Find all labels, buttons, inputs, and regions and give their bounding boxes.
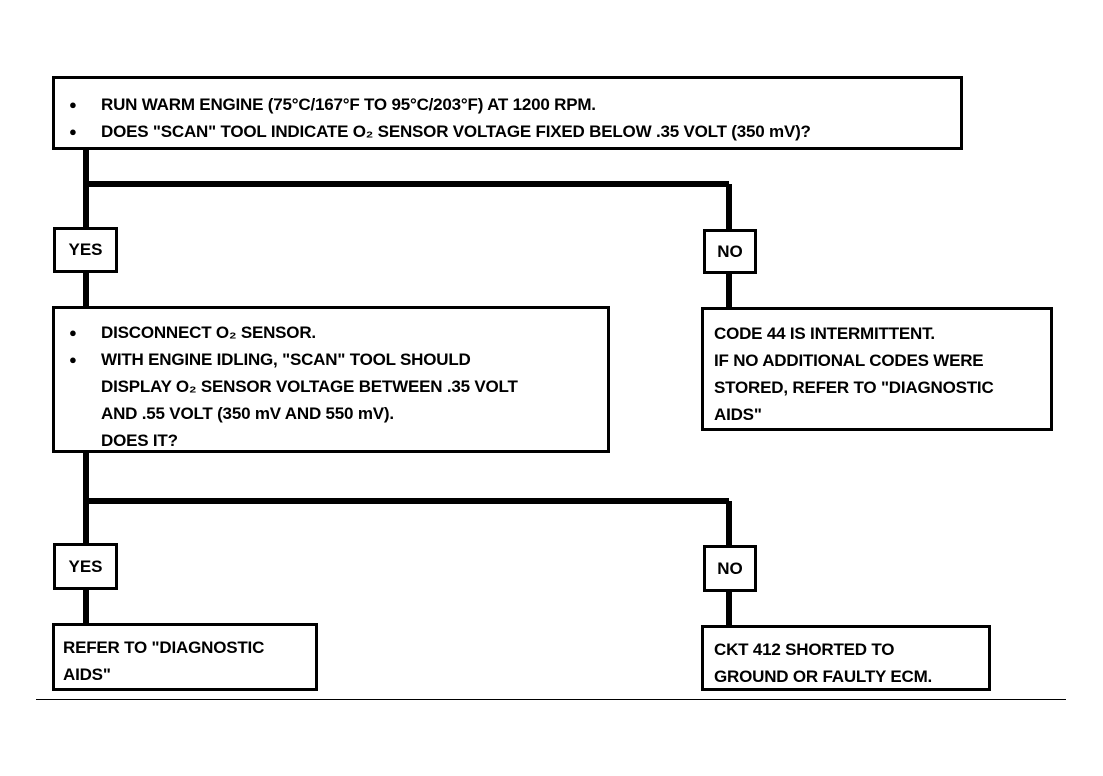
no-label-1: NO: [703, 229, 757, 274]
step-2-line-3: DISPLAY O₂ SENSOR VOLTAGE BETWEEN .35 VO…: [101, 377, 518, 396]
diagnostic-aids-line-2: AIDS": [63, 665, 111, 684]
intermittent-line-4: AIDS": [714, 405, 762, 424]
step-1-bullet-2: DOES "SCAN" TOOL INDICATE O₂ SENSOR VOLT…: [61, 118, 952, 145]
step-2-line-4: AND .55 VOLT (350 mV AND 550 mV).: [101, 404, 394, 423]
yes-label-2: YES: [53, 543, 118, 590]
shorted-line-2: GROUND OR FAULTY ECM.: [714, 667, 933, 686]
intermittent-result-box: CODE 44 IS INTERMITTENT. IF NO ADDITIONA…: [701, 307, 1053, 431]
step-2-bullet-2: WITH ENGINE IDLING, "SCAN" TOOL SHOULD: [61, 346, 599, 373]
shorted-result-box: CKT 412 SHORTED TO GROUND OR FAULTY ECM.: [701, 625, 991, 691]
intermittent-line-2: IF NO ADDITIONAL CODES WERE: [714, 351, 984, 370]
step-1-box: RUN WARM ENGINE (75°C/167°F TO 95°C/203°…: [52, 76, 963, 150]
bottom-rule: [36, 699, 1066, 700]
no-label-2: NO: [703, 545, 757, 592]
step-2-list: DISCONNECT O₂ SENSOR. WITH ENGINE IDLING…: [61, 319, 599, 373]
intermittent-line-3: STORED, REFER TO "DIAGNOSTIC: [714, 378, 994, 397]
yes-label-1: YES: [53, 227, 118, 273]
step-2-bullet-1: DISCONNECT O₂ SENSOR.: [61, 319, 599, 346]
step-2-line-5: DOES IT?: [101, 431, 178, 450]
diagnostic-aids-line-1: REFER TO "DIAGNOSTIC: [63, 638, 265, 657]
intermittent-line-1: CODE 44 IS INTERMITTENT.: [714, 324, 935, 343]
shorted-line-1: CKT 412 SHORTED TO: [714, 640, 895, 659]
step-2-box: DISCONNECT O₂ SENSOR. WITH ENGINE IDLING…: [52, 306, 610, 453]
step-1-bullet-1: RUN WARM ENGINE (75°C/167°F TO 95°C/203°…: [61, 91, 952, 118]
step-1-list: RUN WARM ENGINE (75°C/167°F TO 95°C/203°…: [61, 91, 952, 145]
diagnostic-aids-box: REFER TO "DIAGNOSTIC AIDS": [52, 623, 318, 691]
